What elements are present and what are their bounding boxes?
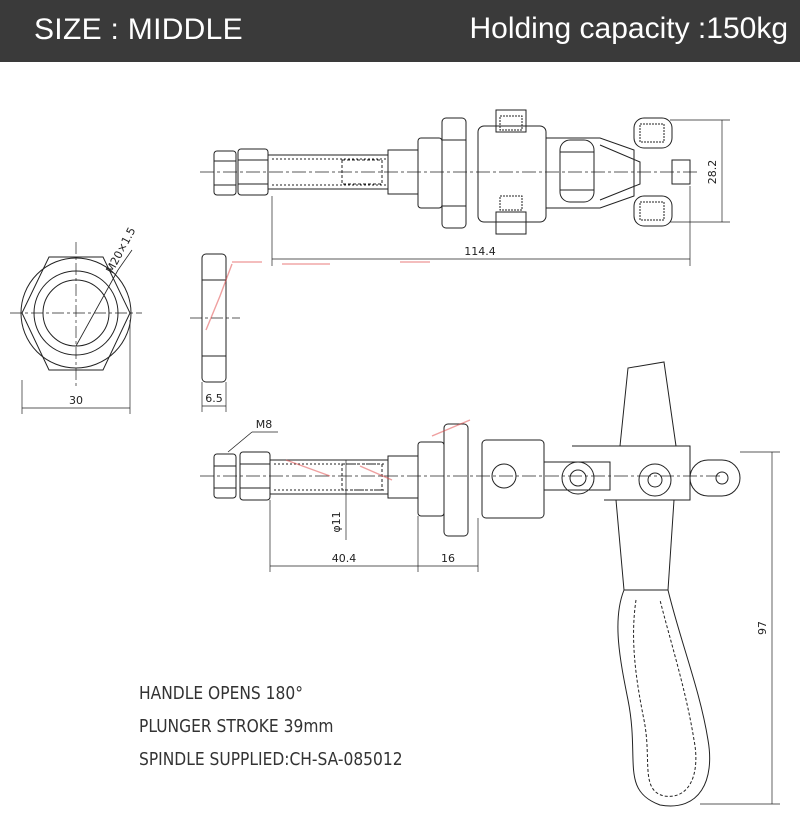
dim-thread: M20×1.5 [103,225,138,275]
side-view-clamp [200,361,780,807]
dim-nut-width: 30 [69,394,83,407]
nut-side-view [190,253,240,412]
size-label: SIZE : MIDDLE [34,13,243,46]
dim-len-a: 40.4 [332,552,357,565]
note-spindle-supplied: SPINDLE SUPPLIED:CH-SA-085012 [139,749,403,770]
top-view-clamp [200,109,730,266]
note-handle-opens: HANDLE OPENS 180° [139,683,303,704]
dim-handle-height: 97 [756,621,769,635]
nut-front-view [10,242,142,414]
dim-bolt: M8 [256,418,273,431]
dim-diameter: φ11 [330,511,343,532]
dim-height-top: 28.2 [706,160,719,185]
note-plunger-stroke: PLUNGER STROKE 39mm [139,716,334,737]
dim-len-b: 16 [441,552,455,565]
dim-nut-thickness: 6.5 [205,392,223,405]
spec-notes: HANDLE OPENS 180° PLUNGER STROKE 39mm SP… [139,677,403,776]
dim-length-total: 114.4 [464,245,496,258]
header-bar: SIZE : MIDDLE Holding capacity :150kg [0,0,800,62]
holding-capacity-label: Holding capacity :150kg [469,12,788,45]
